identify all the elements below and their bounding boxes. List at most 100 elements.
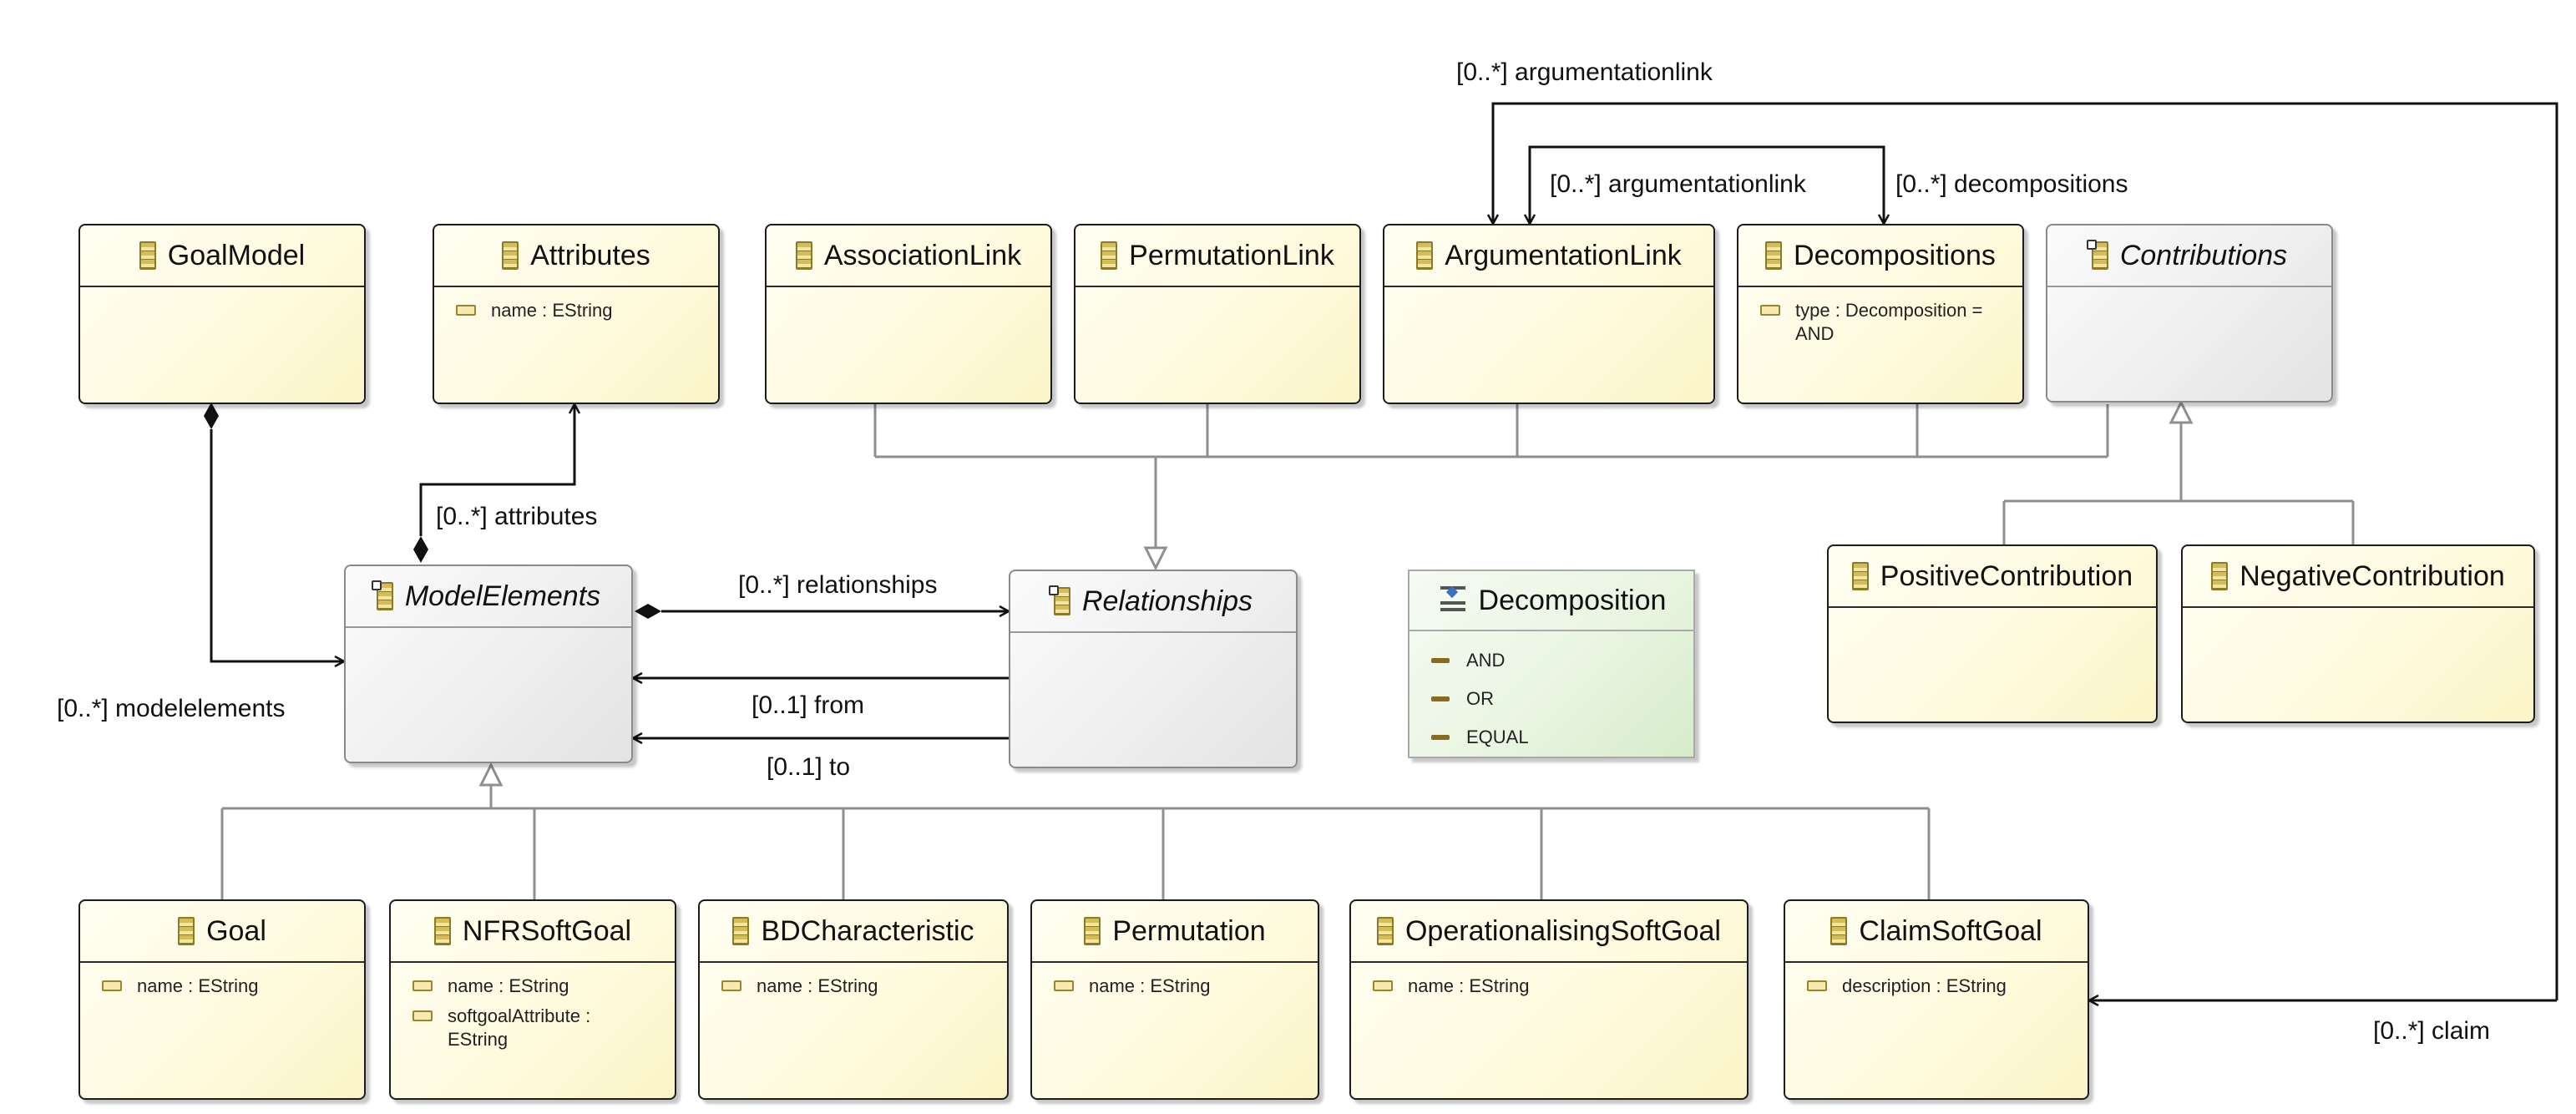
literal-label: AND — [1466, 650, 1506, 671]
class-goal[interactable]: Goal name : EString — [78, 899, 366, 1100]
class-name: BDCharacteristic — [761, 914, 974, 947]
class-icon — [1416, 241, 1434, 270]
class-header: Contributions — [2047, 225, 2331, 287]
class-nfrsoftgoal[interactable]: NFRSoftGoal name : EString softgoalAttri… — [389, 899, 676, 1100]
class-name: Contributions — [2119, 239, 2288, 271]
attribute-icon — [102, 980, 122, 991]
class-attributes[interactable]: Attributes name : EString — [433, 224, 720, 404]
attribute-icon — [1373, 980, 1393, 991]
literal-row[interactable]: EQUAL — [1431, 718, 1693, 757]
attribute-label: name : EString — [137, 975, 259, 996]
attribute-row[interactable]: name : EString — [456, 299, 718, 322]
attribute-icon — [1054, 980, 1074, 991]
class-name: Relationships — [1081, 585, 1253, 617]
class-icon — [178, 917, 195, 945]
attribute-label: softgoalAttribute : EString — [448, 1005, 591, 1050]
class-associationlink[interactable]: AssociationLink — [765, 224, 1052, 404]
class-contributions[interactable]: Contributions — [2046, 224, 2333, 403]
class-header: OperationalisingSoftGoal — [1351, 901, 1747, 963]
enum-name: Decomposition — [1478, 584, 1667, 616]
literal-row[interactable]: AND — [1431, 641, 1693, 680]
class-icon — [1830, 917, 1848, 945]
composition-diamond-goalmodel — [204, 403, 219, 429]
class-header: Relationships — [1010, 571, 1296, 633]
class-decompositions[interactable]: Decompositions type : Decomposition = AN… — [1737, 224, 2024, 404]
class-header: NFRSoftGoal — [391, 901, 675, 963]
attribute-list: type : Decomposition = AND — [1738, 287, 2022, 346]
label-from: [0..1] from — [752, 691, 865, 719]
class-icon — [1376, 917, 1394, 945]
class-bdcharacteristic[interactable]: BDCharacteristic name : EString — [698, 899, 1009, 1100]
literal-icon — [1431, 735, 1450, 740]
literal-list: AND OR EQUAL — [1409, 631, 1693, 757]
attribute-list: name : EString softgoalAttribute : EStri… — [391, 963, 675, 1051]
class-header: PositiveContribution — [1829, 546, 2156, 608]
literal-row[interactable]: OR — [1431, 680, 1693, 718]
attribute-list: name : EString — [700, 963, 1007, 998]
class-permutationlink[interactable]: PermutationLink — [1074, 224, 1361, 404]
attribute-label: name : EString — [1408, 975, 1530, 996]
class-icon — [1084, 917, 1101, 945]
class-icon — [2211, 562, 2229, 590]
class-header: NegativeContribution — [2183, 546, 2533, 608]
attribute-label: name : EString — [491, 300, 613, 321]
attribute-label: name : EString — [448, 975, 569, 996]
attribute-row[interactable]: description : EString — [1807, 975, 2088, 998]
inheritance-links-to-relationships — [873, 404, 2109, 548]
class-header: BDCharacteristic — [700, 901, 1007, 963]
class-name: GoalModel — [167, 239, 306, 271]
literal-label: EQUAL — [1466, 727, 1529, 747]
class-name: AssociationLink — [823, 239, 1022, 271]
class-header: AssociationLink — [767, 225, 1050, 287]
class-header: PermutationLink — [1075, 225, 1359, 287]
class-name: NFRSoftGoal — [462, 914, 632, 947]
class-negativecontribution[interactable]: NegativeContribution — [2181, 544, 2535, 723]
class-header: ModelElements — [346, 566, 631, 628]
attribute-row[interactable]: name : EString — [1373, 975, 1747, 998]
inheritance-model-elements — [220, 785, 1931, 899]
class-modelelements[interactable]: ModelElements — [344, 565, 633, 763]
attribute-icon — [456, 305, 476, 316]
inheritance-contributions — [2002, 423, 2355, 544]
attribute-list: name : EString — [1351, 963, 1747, 998]
attribute-row[interactable]: softgoalAttribute : EString — [412, 1005, 675, 1051]
class-name: Goal — [206, 914, 266, 947]
attribute-row[interactable]: name : EString — [1054, 975, 1318, 998]
generalization-triangle-model-elements — [478, 762, 504, 787]
class-relationships[interactable]: Relationships — [1009, 570, 1298, 768]
literal-label: OR — [1466, 688, 1494, 709]
class-header: ClaimSoftGoal — [1785, 901, 2088, 963]
class-name: Permutation — [1112, 914, 1266, 947]
class-header: GoalModel — [80, 225, 364, 287]
attribute-row[interactable]: name : EString — [721, 975, 1007, 998]
attribute-row[interactable]: name : EString — [412, 975, 675, 998]
class-name: PositiveContribution — [1880, 560, 2133, 592]
class-header: Permutation — [1032, 901, 1318, 963]
attribute-row[interactable]: name : EString — [102, 975, 364, 998]
attribute-icon — [1807, 980, 1827, 991]
class-icon — [1765, 241, 1783, 270]
attribute-row[interactable]: type : Decomposition = AND — [1760, 299, 2022, 346]
class-name: PermutationLink — [1129, 239, 1334, 271]
class-icon — [433, 917, 451, 945]
class-positivecontribution[interactable]: PositiveContribution — [1827, 544, 2158, 723]
class-claimsoftgoal[interactable]: ClaimSoftGoal description : EString — [1784, 899, 2089, 1100]
enum-decomposition[interactable]: Decomposition AND OR EQUAL — [1408, 570, 1695, 758]
attribute-label: description : EString — [1842, 975, 2007, 996]
attribute-icon — [721, 980, 741, 991]
enumeration-icon — [1437, 585, 1469, 615]
class-goalmodel[interactable]: GoalModel — [78, 224, 366, 404]
class-name: NegativeContribution — [2239, 560, 2505, 592]
class-icon — [1851, 562, 1869, 590]
class-argumentationlink[interactable]: ArgumentationLink — [1383, 224, 1715, 404]
class-permutation[interactable]: Permutation name : EString — [1030, 899, 1319, 1100]
class-name: Attributes — [530, 239, 650, 271]
enum-header: Decomposition — [1409, 571, 1693, 631]
abstract-class-icon — [1048, 585, 1070, 615]
label-argumentationlink-inner: [0..*] argumentationlink — [1550, 170, 1806, 198]
attribute-list: description : EString — [1785, 963, 2088, 998]
class-header: ArgumentationLink — [1384, 225, 1713, 287]
class-operationalisingsoftgoal[interactable]: OperationalisingSoftGoal name : EString — [1349, 899, 1749, 1100]
